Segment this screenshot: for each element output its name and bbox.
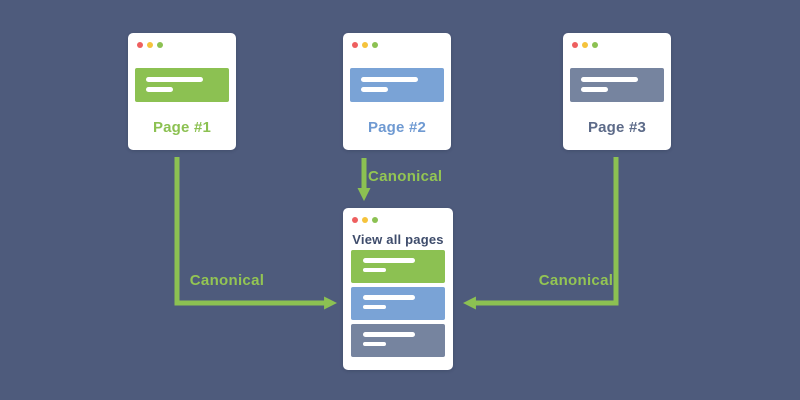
page1-label: Page #1 bbox=[152, 119, 212, 136]
browser-window-canonical: View all pages bbox=[343, 208, 453, 370]
green-dot-icon bbox=[157, 42, 163, 48]
red-dot-icon bbox=[352, 217, 358, 223]
text-line bbox=[363, 304, 386, 309]
text-line bbox=[146, 87, 173, 92]
red-dot-icon bbox=[352, 42, 358, 48]
green-dot-icon bbox=[372, 217, 378, 223]
text-line bbox=[361, 87, 388, 92]
canonical-block-slate bbox=[351, 324, 445, 357]
green-dot-icon bbox=[372, 42, 378, 48]
canonical-label-middle: Canonical bbox=[368, 168, 443, 185]
page1-content-block bbox=[135, 68, 229, 102]
green-dot-icon bbox=[592, 42, 598, 48]
canonical-label-left: Canonical bbox=[189, 272, 265, 289]
canonical-arrow-from-page3 bbox=[462, 157, 619, 310]
text-line bbox=[146, 77, 203, 82]
text-line bbox=[363, 332, 415, 337]
canonical-label-right: Canonical bbox=[538, 272, 614, 289]
canonical-block-green bbox=[351, 250, 445, 283]
canonical-arrow-from-page1 bbox=[174, 157, 338, 310]
browser-window-page3: Page #3 bbox=[563, 33, 671, 150]
text-line bbox=[581, 77, 638, 82]
text-line bbox=[363, 341, 386, 346]
text-line bbox=[363, 267, 386, 272]
text-line bbox=[363, 258, 415, 263]
red-dot-icon bbox=[137, 42, 143, 48]
yellow-dot-icon bbox=[582, 42, 588, 48]
page2-content-block bbox=[350, 68, 444, 102]
window-controls bbox=[352, 217, 378, 223]
browser-window-page2: Page #2 bbox=[343, 33, 451, 150]
browser-window-page1: Page #1 bbox=[128, 33, 236, 150]
text-line bbox=[363, 295, 415, 300]
text-line bbox=[361, 77, 418, 82]
window-controls bbox=[352, 42, 378, 48]
page2-label: Page #2 bbox=[367, 119, 427, 136]
canonical-block-blue bbox=[351, 287, 445, 320]
text-line bbox=[581, 87, 608, 92]
page3-label: Page #3 bbox=[587, 119, 647, 136]
red-dot-icon bbox=[572, 42, 578, 48]
yellow-dot-icon bbox=[362, 42, 368, 48]
yellow-dot-icon bbox=[147, 42, 153, 48]
yellow-dot-icon bbox=[362, 217, 368, 223]
window-controls bbox=[137, 42, 163, 48]
canonical-page-title: View all pages bbox=[352, 232, 444, 247]
window-controls bbox=[572, 42, 598, 48]
page3-content-block bbox=[570, 68, 664, 102]
